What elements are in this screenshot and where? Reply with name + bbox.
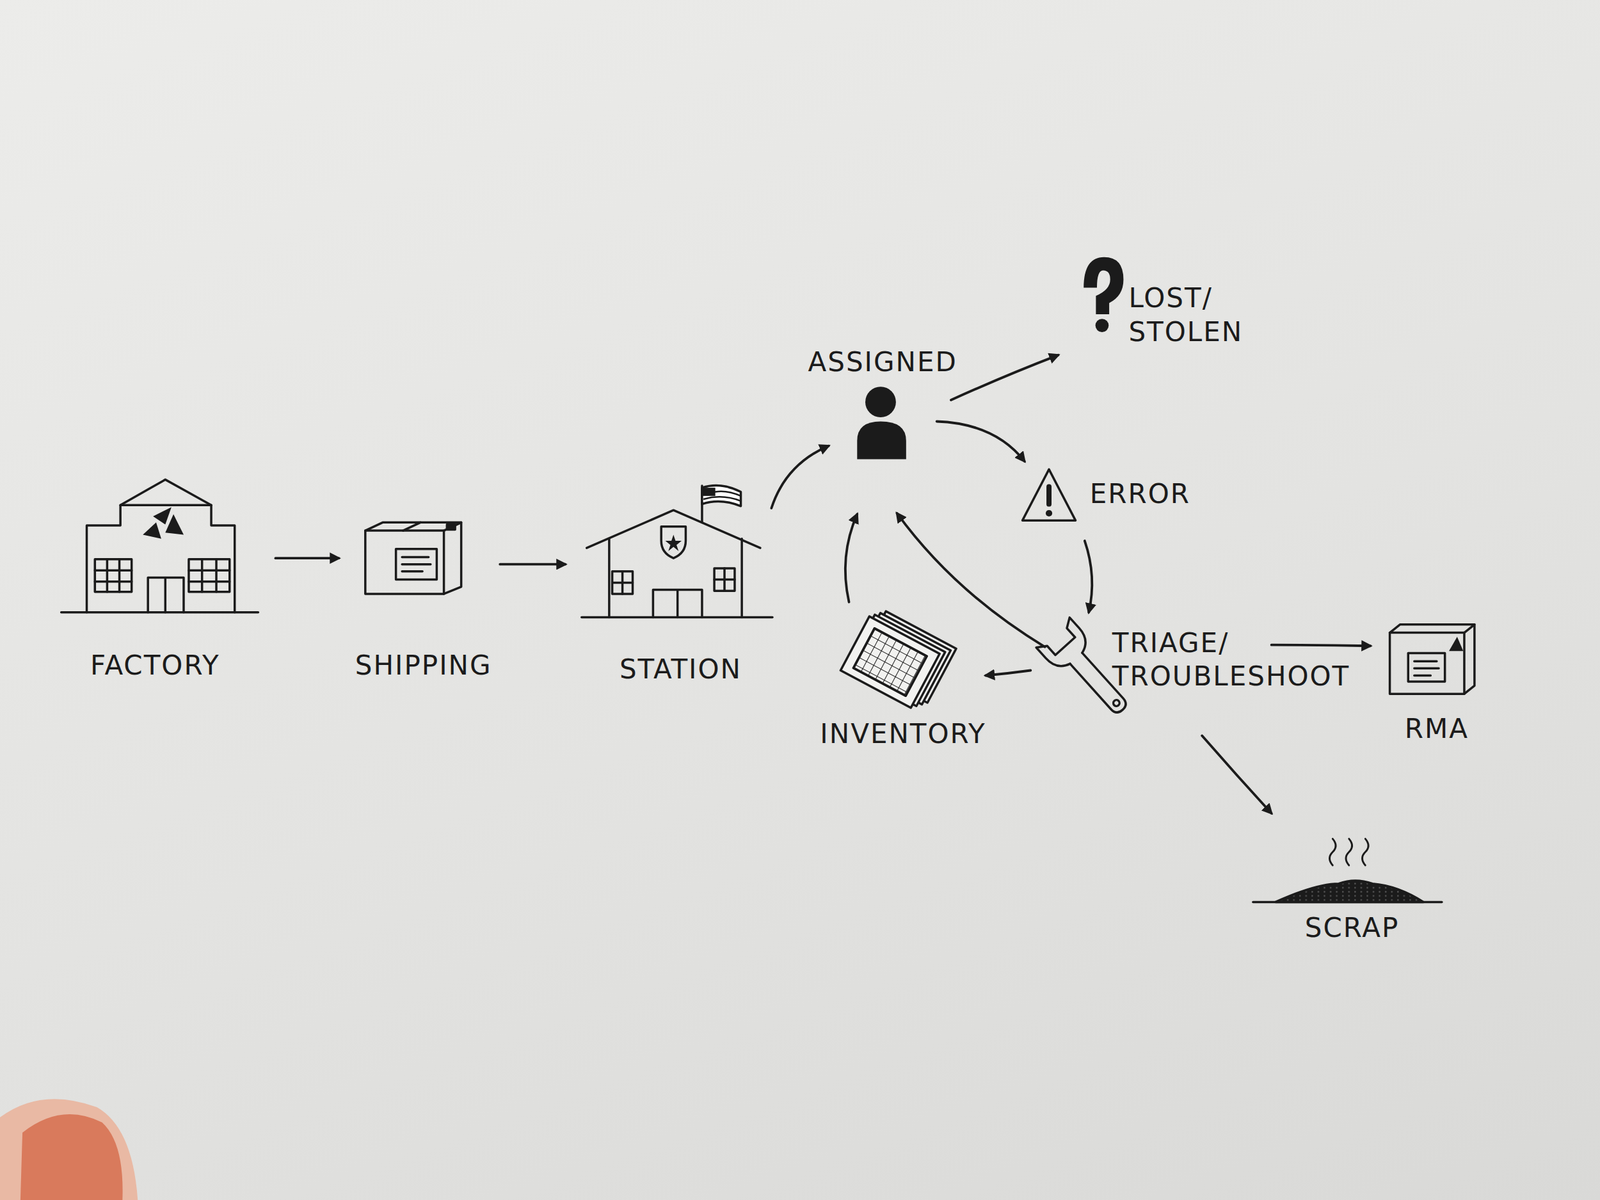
warning-icon — [1022, 469, 1076, 521]
flow-arrow — [499, 563, 566, 566]
flow-arrow — [936, 421, 1025, 461]
node-label: TRIAGE/ TROUBLESHOOT — [1112, 626, 1350, 694]
flow-arrow — [275, 556, 339, 560]
scrap-node: SCRAP — [1251, 836, 1446, 945]
node-label: ERROR — [1089, 477, 1191, 512]
flow-arrow — [1201, 736, 1272, 814]
rma-node: RMA — [1387, 622, 1478, 747]
factory-node: FACTORY — [61, 477, 261, 683]
flow-arrow — [1271, 645, 1371, 647]
rma-box-icon — [1390, 624, 1475, 694]
node-label: SHIPPING — [355, 648, 493, 683]
node-label: RMA — [1404, 712, 1469, 747]
thumb — [0, 1098, 138, 1200]
node-label: SCRAP — [1304, 911, 1400, 946]
node-label: STATION — [619, 652, 742, 687]
flow-arrow — [1084, 540, 1092, 613]
person-icon — [856, 386, 907, 459]
station-icon — [581, 485, 773, 618]
node-label: INVENTORY — [819, 717, 986, 752]
flow-arrow — [845, 514, 857, 603]
factory-icon — [61, 479, 259, 612]
assigned-node: ASSIGNED — [808, 345, 958, 461]
node-label: FACTORY — [90, 648, 221, 683]
node-label: LOST/ STOLEN — [1128, 281, 1243, 349]
flow-arrow — [951, 355, 1058, 400]
shipping-node: SHIPPING — [355, 520, 493, 683]
lost-node: LOST/ STOLEN — [1079, 252, 1243, 349]
inventory-icon — [840, 605, 957, 714]
station-node: STATION — [581, 485, 774, 687]
scrap-pile-icon — [1253, 839, 1442, 903]
question-mark-icon — [1083, 257, 1124, 333]
flow-arrow — [985, 670, 1031, 676]
triage-node: TRIAGE/ TROUBLESHOOT — [1045, 617, 1350, 720]
node-label: ASSIGNED — [808, 345, 958, 380]
inventory-node: INVENTORY — [819, 604, 986, 751]
flow-arrow — [896, 513, 1045, 648]
error-node: ERROR — [1018, 467, 1191, 523]
flow-arrow — [771, 446, 829, 509]
shipping-box-icon — [365, 522, 462, 594]
